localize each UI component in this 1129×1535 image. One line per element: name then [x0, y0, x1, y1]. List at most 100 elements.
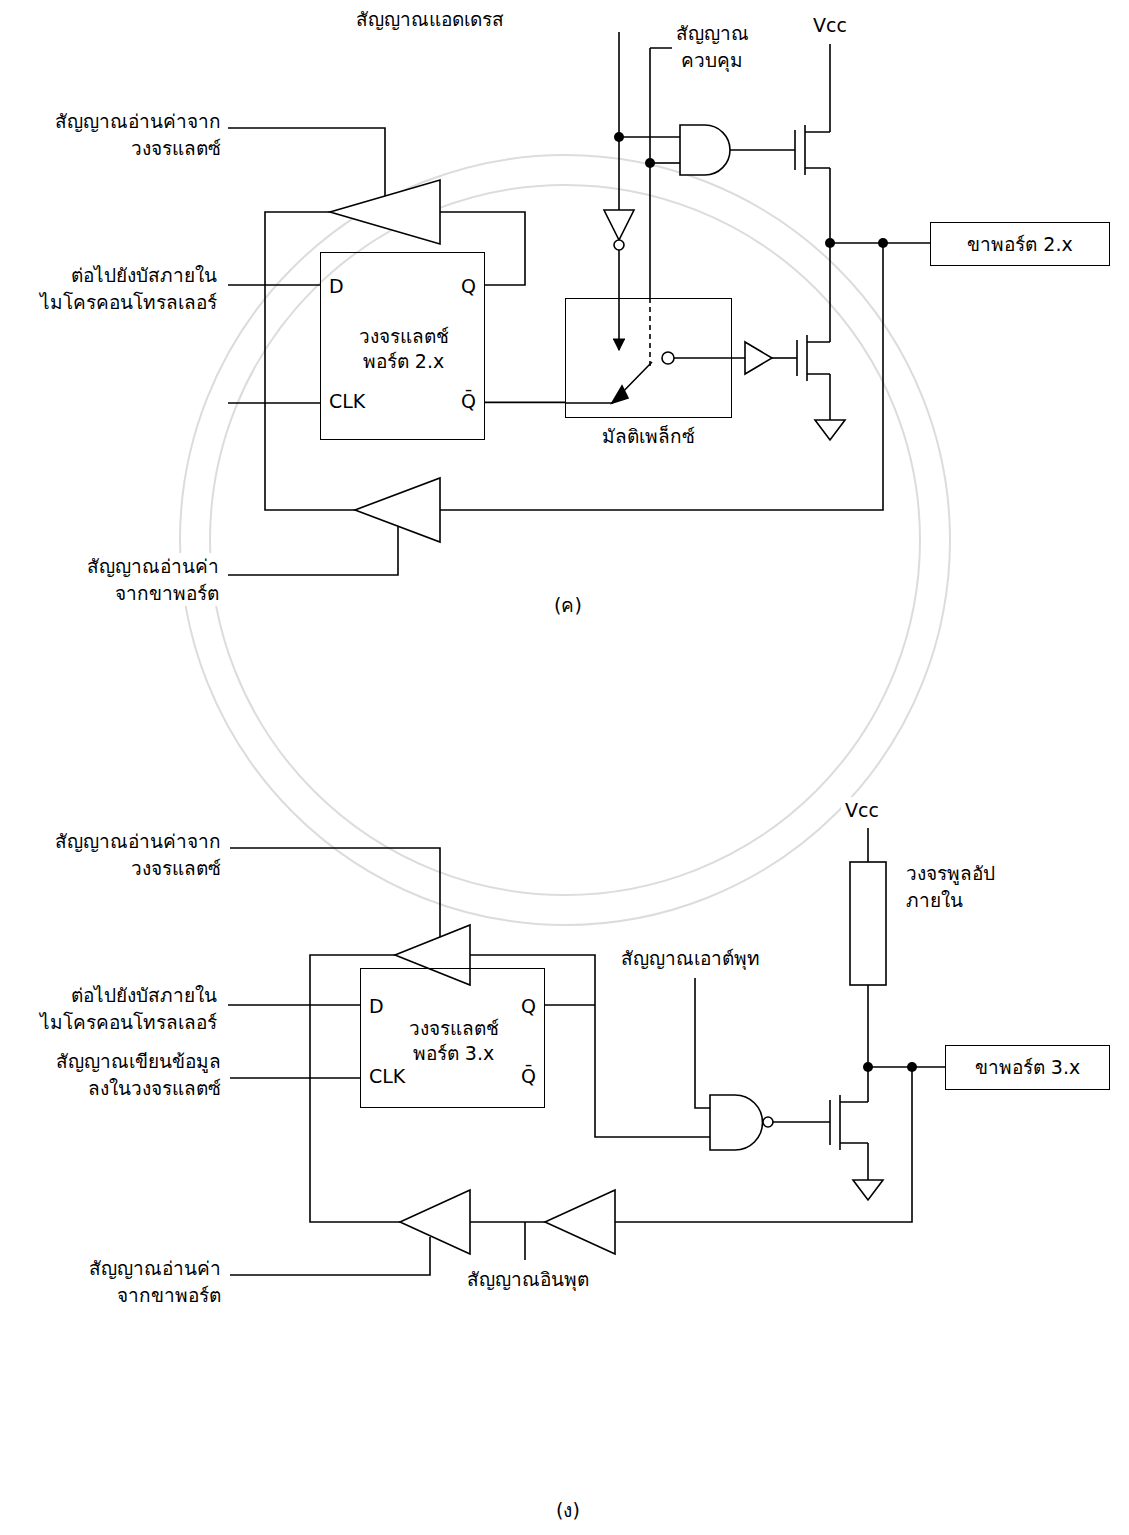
pulldown-transistor [830, 1095, 868, 1180]
write-wire [230, 1077, 360, 1079]
text-run: พอร์ต [363, 350, 409, 372]
input-buffer [545, 1190, 615, 1254]
junction-dot [863, 1062, 873, 1072]
control-dashed [649, 298, 651, 368]
watermark-seal [180, 155, 950, 925]
part-label: วงจรพูลอัป ภายใน [905, 860, 1002, 913]
text-run: สัญญาณอ่านค่าจาก [55, 110, 221, 132]
bus-loop-wire [310, 955, 400, 1222]
text-run: สัญญาณอ่านค่าจาก [55, 830, 221, 852]
latch-title: วงจรแลตช์ พอร์ต 2.x [355, 324, 453, 373]
text-run: สัญญาณแอดเดรส [356, 8, 504, 30]
text-run: วงจรแลตช์ [359, 325, 449, 347]
q-wire [440, 212, 525, 285]
pin-read-wire [615, 1067, 912, 1222]
address-arrow [618, 250, 620, 350]
junction-dot [878, 238, 888, 248]
q-wire [470, 955, 710, 1137]
tristate-buffer [400, 1190, 470, 1254]
wire-connector [485, 402, 565, 404]
port2-wiring [228, 32, 930, 575]
signal-label: สัญญาณอ่านค่าจาก วงจรแลตซ์ [48, 108, 222, 161]
pullup-transistor [795, 125, 830, 175]
pin-name: ขาพอร์ต 2.x [967, 231, 1072, 258]
and-gate [680, 125, 730, 175]
pin-name: Q [521, 993, 536, 1020]
latch-box: DQวงจรแลตช์ พอร์ต 3.xCLKQ̄ [360, 968, 545, 1108]
signal-label: สัญญาณแอดเดรส [355, 6, 511, 33]
pin-name: Q [461, 273, 476, 300]
block-name: มัลติเพล็กซ์ [602, 423, 695, 450]
text-run: (ง) [556, 1499, 580, 1521]
text-run: ต่อไปยังบัสภายใน [71, 264, 217, 286]
pin-wire [868, 1066, 945, 1068]
pulldown-transistor [797, 335, 830, 420]
bus-wire [228, 1004, 360, 1006]
signal-label: ต่อไปยังบัสภายใน ไมโครคอนโทรลเลอร์ [33, 262, 218, 315]
buffer [745, 342, 772, 374]
text-run: สัญญาณอ่านค่า [87, 555, 219, 577]
text-run: วงจรแลตซ์ [131, 137, 221, 159]
pin-read-wire [440, 243, 883, 510]
text-run: วงจรแลตซ์ [131, 857, 221, 879]
pin-box: ขาพอร์ต 2.x [930, 222, 1110, 266]
pullup-resistor [850, 862, 886, 985]
inverter-bubble [614, 240, 624, 250]
text-run: สัญญาณเขียนข้อมูล [56, 1050, 221, 1072]
nand-bubble [763, 1117, 773, 1127]
text-run: 2.x [415, 350, 444, 372]
text-run: 3.x [465, 1042, 494, 1064]
text-run: จากขาพอร์ต [117, 1284, 221, 1306]
nand-gate [710, 1095, 763, 1150]
input-signal-wire [470, 1222, 545, 1260]
tristate-buffer [395, 925, 470, 985]
pin-name: CLK [369, 1063, 405, 1090]
pin-name: D [369, 993, 384, 1020]
text-run: ไมโครคอนโทรลเลอร์ [40, 291, 217, 313]
address-wire [618, 32, 620, 210]
text-run: สัญญาณ [676, 22, 749, 44]
pin-box: ขาพอร์ต 3.x [945, 1045, 1110, 1090]
seal-ring [180, 155, 950, 925]
signal-label: สัญญาณอินพุต [463, 1266, 593, 1293]
figure-label: (ค) [550, 592, 586, 619]
read-pin-wire [228, 527, 398, 575]
bus-wire [228, 284, 320, 286]
mux-switch [565, 362, 652, 403]
gate-wire [730, 149, 795, 151]
latch-box: DQวงจรแลตช์ พอร์ต 2.xCLKQ̄ [320, 252, 485, 440]
signal-label: สัญญาณอ่านค่า จากขาพอร์ต [82, 1255, 222, 1308]
junction-dot [907, 1062, 917, 1072]
clock-wire [228, 402, 320, 404]
connectors [485, 402, 565, 403]
output-signal-wire [695, 978, 710, 1108]
mux-bubble [662, 352, 674, 364]
text-run: ไมโครคอนโทรลเลอร์ [40, 1011, 217, 1033]
text-run: สัญญาณเอาต์พุท [621, 947, 760, 969]
latch-title: วงจรแลตช์ พอร์ต 3.x [405, 1016, 503, 1065]
supply-label: Vcc [809, 12, 851, 39]
text-run: ควบคุม [681, 49, 743, 71]
figure-label: (ง) [552, 1497, 584, 1524]
junction-dot [825, 238, 835, 248]
text-run: สัญญาณอินพุต [467, 1268, 589, 1290]
pin-name: CLK [329, 388, 365, 415]
signal-label: สัญญาณเขียนข้อมูล ลงในวงจรแลตซ์ [49, 1048, 222, 1101]
mux-output [674, 357, 745, 359]
gate-wire [773, 1121, 830, 1123]
signal-label: สัญญาณ ควบคุม [672, 20, 753, 73]
text-run: ภายใน [906, 889, 963, 911]
port3-wiring [228, 828, 945, 1275]
port3-junctions [863, 1062, 917, 1072]
gate-wire [772, 357, 797, 359]
seal-ring [210, 185, 920, 895]
signal-label: สัญญาณอ่านค่า จากขาพอร์ต [80, 553, 220, 606]
text-run: Vcc [813, 14, 847, 36]
junction-dot [614, 132, 624, 142]
read-latch-wire [228, 128, 385, 196]
port2-junctions [614, 132, 888, 248]
read-latch-wire [230, 848, 440, 937]
text-run: วงจรพูลอัป [906, 862, 995, 884]
text-run: Vcc [845, 799, 879, 821]
